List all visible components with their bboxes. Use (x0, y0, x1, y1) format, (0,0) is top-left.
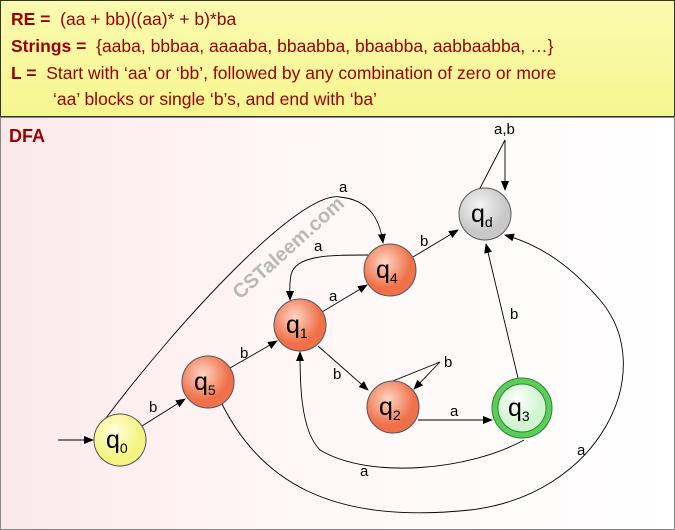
label-q1-q2: b (333, 366, 341, 383)
language-value: Start with ‘aa’ or ‘bb’, followed by any… (46, 63, 557, 83)
language-label: L = (11, 63, 37, 83)
state-qd-label: d (485, 214, 493, 230)
edge-q5-qd (221, 233, 624, 514)
edge-q0-q5 (141, 398, 186, 427)
language-value-cont: ‘aa’ blocks or single ‘b’s, and end with… (53, 89, 377, 109)
re-line: RE = (aa + bb)((aa)* + b)*ba (11, 9, 236, 30)
label-q4-qd: b (420, 233, 428, 250)
dfa-title: DFA (9, 126, 45, 146)
label-q3-qd: b (510, 306, 518, 323)
strings-line: Strings = {aaba, bbbaa, aaaaba, bbaabba,… (11, 36, 554, 57)
label-q0-q5: b (149, 399, 157, 416)
strings-label: Strings = (11, 36, 87, 56)
edge-qd-qd (477, 139, 509, 193)
label-q1-q4: a (329, 288, 338, 305)
edge-q3-qd (484, 243, 519, 379)
state-q1 (273, 298, 327, 352)
edge-q3-q1 (296, 351, 525, 469)
label-q0-q4: a (339, 179, 348, 196)
state-q5 (181, 355, 235, 409)
edge-q5-q1 (229, 340, 278, 369)
label-q4-q1: a (314, 238, 323, 255)
label-q2-q3: a (450, 403, 459, 420)
edge-q2-q2 (387, 361, 441, 390)
label-q3-q1: a (360, 463, 369, 480)
state-q4-label: 4 (390, 270, 398, 286)
edge-q1-q2 (317, 345, 369, 391)
strings-value: {aaba, bbbaa, aaaaba, bbaabba, bbaabba, … (96, 36, 554, 56)
label-qd-qd: a,b (494, 121, 515, 138)
edge-q4-qd (412, 229, 459, 258)
edge-q4-q1 (285, 254, 369, 301)
edge-q1-q4 (321, 284, 368, 313)
state-q5-label: 5 (208, 382, 216, 398)
state-q1-label: 1 (300, 325, 308, 341)
label-q2-q2: b (444, 354, 452, 371)
state-q4 (363, 243, 417, 297)
state-q0 (93, 413, 147, 467)
state-q2 (366, 380, 420, 434)
re-value: (aa + bb)((aa)* + b)*ba (60, 9, 237, 29)
header-panel: RE = (aa + bb)((aa)* + b)*ba Strings = {… (0, 0, 675, 117)
state-qd (458, 187, 512, 241)
state-q3-label: 3 (522, 408, 530, 424)
label-q5-q1: b (240, 345, 248, 362)
edge-q0-q4 (105, 196, 386, 419)
state-q2-label: 2 (393, 407, 401, 423)
re-label: RE = (11, 9, 51, 29)
language-line: L = Start with ‘aa’ or ‘bb’, followed by… (11, 63, 556, 84)
label-q5-qd: a (577, 442, 586, 459)
state-q0-label: 0 (120, 440, 128, 456)
